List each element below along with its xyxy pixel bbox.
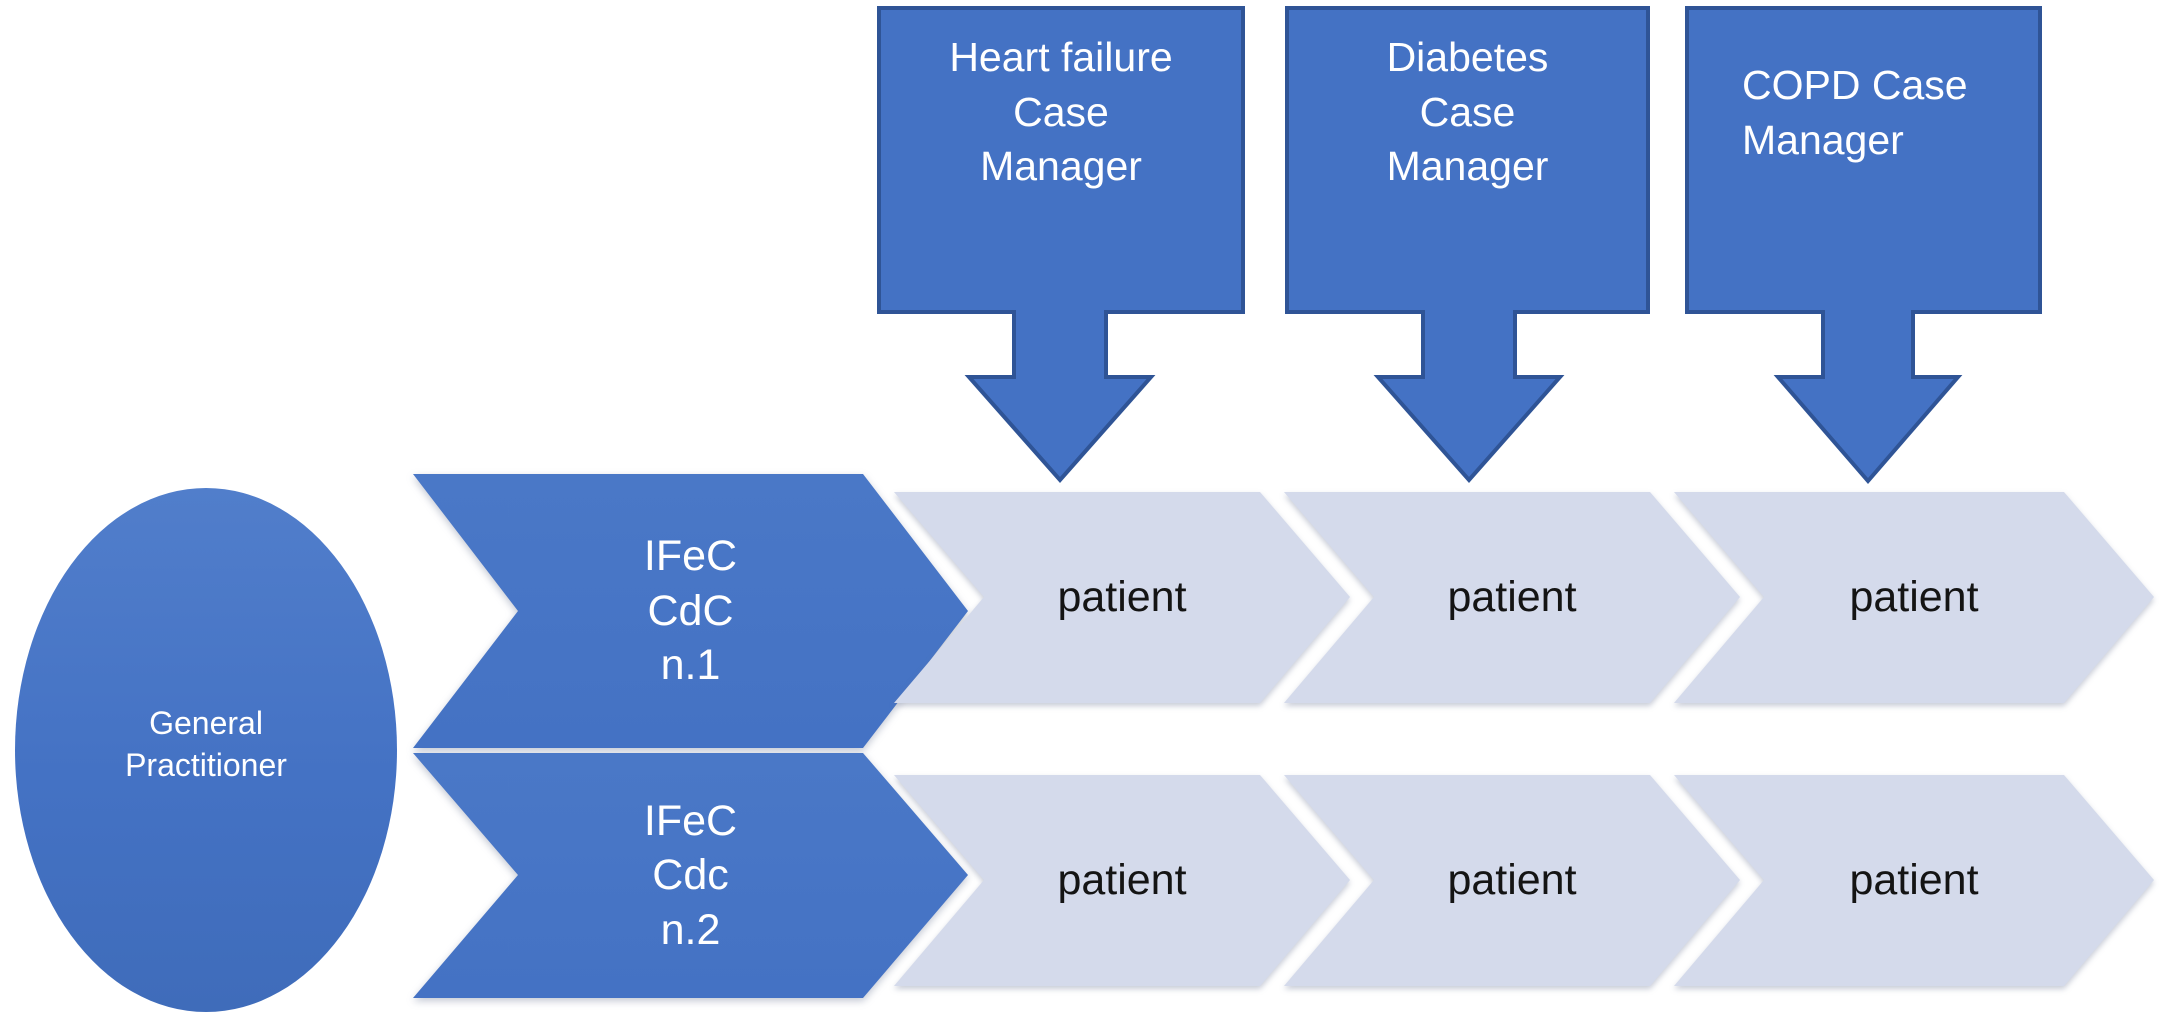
pathway-2-label: IFeC Cdc n.2 (643, 796, 738, 954)
pathway-1-label: IFeC CdC n.1 (643, 532, 738, 690)
patient-chevron-row2-3: patient (1674, 775, 2154, 986)
patient-chevron-row2-2: patient (1284, 775, 1740, 986)
patient-label: patient (1849, 573, 1979, 621)
patient-label: patient (1849, 856, 1979, 904)
diabetes-arrow-shape (1285, 6, 1650, 484)
pathway-chevron-1-shape: IFeC CdC n.1 (413, 474, 968, 748)
patient-chevron-row1-2: patient (1284, 492, 1740, 703)
patient-label: patient (1447, 573, 1577, 621)
copd-case-manager-label: COPD Case Manager (1742, 62, 1968, 163)
patient-label: patient (1057, 573, 1187, 621)
general-practitioner-label: General Practitioner (125, 704, 287, 783)
patient-label: patient (1057, 856, 1187, 904)
general-practitioner-node: General Practitioner (15, 488, 397, 1012)
patient-chevron-row1-3: patient (1674, 492, 2154, 703)
patient-label: patient (1447, 856, 1577, 904)
patient-chevron-row1-1: patient (894, 492, 1350, 703)
patient-chevron-row2-1: patient (894, 775, 1350, 986)
diabetes-case-manager-label: Diabetes Case Manager (1386, 34, 1549, 190)
heart-failure-arrow-shape (877, 6, 1245, 484)
pathway-chevron-2: IFeC Cdc n.2 (413, 753, 968, 998)
copd-arrow-shape (1685, 6, 2042, 485)
heart-failure-case-manager-label: Heart failure Case Manager (949, 34, 1173, 190)
pathway-chevron-1: IFeC CdC n.1 (413, 474, 968, 748)
